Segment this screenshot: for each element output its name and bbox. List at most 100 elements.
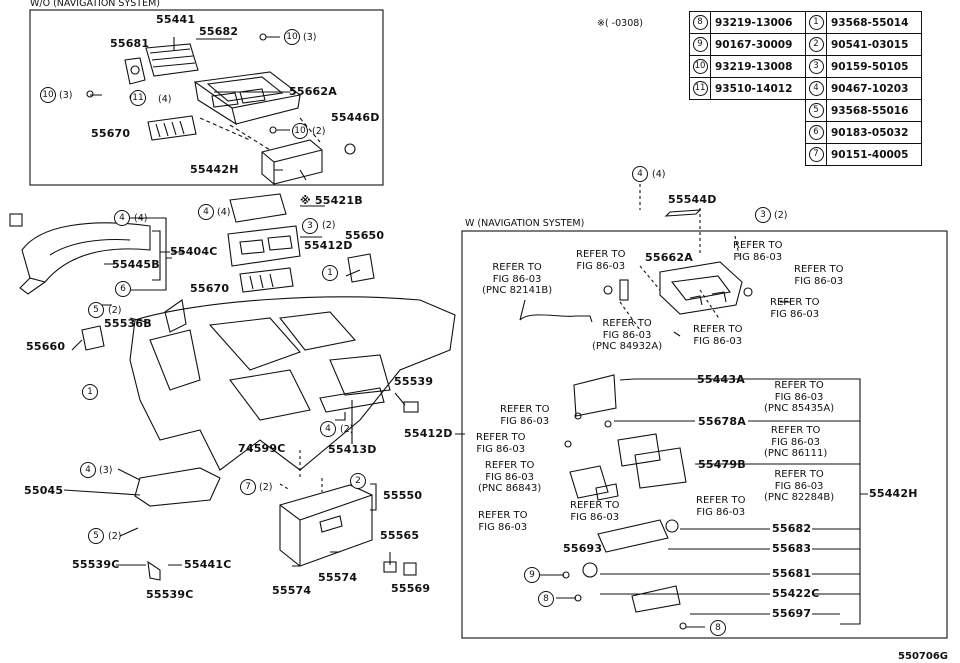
parts-table-part-cell (711, 100, 806, 122)
part-55442h-nav: 55442H (869, 487, 918, 500)
key-8-callout: 8 (538, 591, 554, 607)
part-55412d-mid: 55412D (304, 239, 353, 252)
refer-note: REFER TO FIG 86-03 (PNC 82284B) (764, 469, 835, 503)
key-8-callout: 8 (710, 620, 726, 636)
key-9-callout: 9 (524, 567, 540, 583)
key-number-circle: 11 (692, 81, 708, 96)
key-7-callout: 7 (240, 479, 256, 495)
refer-note: REFER TO FIG 86-03 (PNC 86843) (478, 460, 542, 494)
qty-label: (3) (59, 90, 73, 101)
key-5-callout: 5 (88, 528, 104, 544)
key-10-callout: 10 (292, 123, 308, 139)
part-55536b: 55536B (104, 317, 152, 330)
part-55697: 55697 (772, 607, 812, 620)
key-number-circle: 10 (692, 59, 708, 74)
key-4-callout: 4 (320, 421, 336, 437)
parts-table-key-cell: 5 (805, 99, 827, 122)
unit-55443a (573, 374, 617, 417)
key-3-callout: 3 (302, 218, 318, 234)
key-4-callout: 4 (80, 462, 96, 478)
key-2-callout: 2 (350, 473, 366, 489)
qty-label: (4) (652, 169, 666, 180)
part-55574-a: 55574 (318, 571, 358, 584)
qty-label: (4) (217, 207, 231, 218)
part-55404c: 55404C (170, 245, 218, 258)
refer-note: REFER TO FIG 86-03 (770, 297, 820, 320)
date-note: ※( -0308) (597, 18, 643, 29)
part-55662a-nav: 55662A (645, 251, 693, 264)
qty-label: (2) (259, 482, 273, 493)
vent-55670-mid (239, 267, 294, 293)
qty-label: (2) (312, 126, 326, 137)
part-55670-mid: 55670 (190, 282, 230, 295)
part-55442h-top: 55442H (190, 163, 239, 176)
lower-panel-55045 (134, 467, 221, 507)
parts-table-key-cell: 11 (689, 77, 711, 100)
panel-55683 (597, 519, 669, 553)
parts-table-key-cell: 6 (805, 121, 827, 144)
refer-note: REFER TO FIG 86-03 (PNC 86111) (764, 425, 828, 459)
part-55550: 55550 (383, 489, 423, 502)
part-55441c: 55441C (184, 558, 232, 571)
refer-note: REFER TO FIG 86-03 (478, 510, 528, 533)
box-55442h-top (261, 139, 323, 185)
part-55045: 55045 (24, 484, 64, 497)
parts-table-part-cell: 93510-14012 (710, 77, 806, 100)
key-5-callout: 5 (88, 302, 104, 318)
key-3-callout: 3 (755, 207, 771, 223)
part-55413d: 55413D (328, 443, 377, 456)
qty-label: (2) (108, 305, 122, 316)
refer-note: REFER TO FIG 86-03 (693, 324, 743, 347)
key-1-callout: 1 (82, 384, 98, 400)
key-number-circle: 7 (808, 147, 824, 162)
part-55441: 55441 (156, 13, 196, 26)
parts-table-key-cell: 7 (805, 143, 827, 166)
part-55574-b: 55574 (272, 584, 312, 597)
qty-label: (2) (108, 531, 122, 542)
key-number-circle: 3 (808, 59, 824, 74)
diagram-id: 550706G (898, 651, 948, 662)
parts-table-part-cell: 93219-13008 (710, 55, 806, 78)
refer-note: REFER TO FIG 86-03 (476, 432, 526, 455)
parts-table-key-cell: 8 (689, 11, 711, 34)
panel-55662a-top (193, 71, 302, 126)
panel-55422c (631, 585, 681, 613)
parts-table-key-cell (690, 100, 711, 122)
qty-label: (2) (340, 424, 354, 435)
parts-table-part-cell: 93568-55014 (826, 11, 922, 34)
part-55693: 55693 (563, 542, 603, 555)
part-55683: 55683 (772, 542, 812, 555)
bracket-nav (569, 465, 619, 501)
refer-note: REFER TO FIG 86-03 (576, 249, 626, 272)
key-10-callout: 10 (40, 87, 56, 103)
bracket-55536b (164, 299, 187, 333)
refer-note: REFER TO FIG 86-03 (794, 264, 844, 287)
key-4-callout: 4 (632, 166, 648, 182)
display-55479b (617, 433, 687, 489)
parts-table-part-cell (711, 122, 806, 144)
parts-table-key-cell: 9 (689, 33, 711, 56)
parts-table-part-cell (711, 144, 806, 166)
wo-nav-frame (29, 9, 384, 186)
part-55539c-b: 55539C (146, 588, 194, 601)
part-55422c: 55422C (772, 587, 820, 600)
refer-note: REFER TO FIG 86-03 (570, 500, 620, 523)
key-number-circle: 4 (808, 81, 824, 96)
key-number-circle: 5 (808, 103, 824, 118)
part-55539: 55539 (394, 375, 434, 388)
lid-55421b (229, 193, 287, 223)
qty-label: (2) (322, 220, 336, 231)
refer-note: REFER TO FIG 86-03 (PNC 84932A) (592, 318, 663, 352)
key-number-circle: 8 (692, 15, 708, 30)
part-55682-top: 55682 (199, 25, 239, 38)
parts-table-part-cell: 90159-50105 (826, 55, 922, 78)
wo-nav-header: W/O (NAVIGATION SYSTEM) (30, 0, 160, 9)
